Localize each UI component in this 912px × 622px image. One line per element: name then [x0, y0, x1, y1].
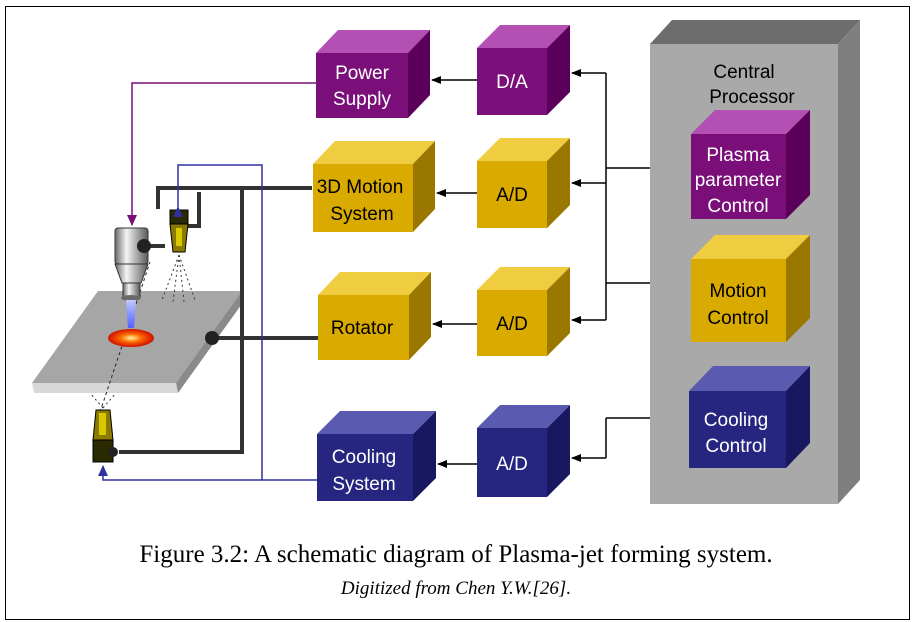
power-supply-block: Power Supply	[316, 30, 430, 118]
motion-system-block: 3D Motion System	[313, 141, 435, 232]
converter-da-label: D/A	[496, 72, 528, 93]
power-supply-line1: Power	[335, 63, 390, 84]
processor-title-line2: Processor	[709, 87, 795, 108]
converter-ad-motion: A/D	[477, 138, 570, 228]
cooling-control-line2: Control	[705, 436, 766, 457]
mechanical-links	[119, 186, 318, 454]
converter-to-device-arrows	[431, 76, 477, 468]
cooling-system-line2: System	[332, 474, 395, 495]
plasma-control-line3: Control	[707, 196, 768, 217]
cooling-nozzle-bottom	[89, 392, 118, 463]
coolant-return-line	[98, 465, 317, 481]
converter-da-power: D/A	[477, 25, 570, 115]
motion-control-line2: Control	[707, 308, 768, 329]
rotator-joint	[205, 331, 219, 345]
power-feed-line	[127, 82, 316, 226]
converter-ad-rotator: A/D	[477, 267, 570, 356]
rotator-block: Rotator	[318, 272, 431, 360]
plasma-control-line1: Plasma	[706, 145, 770, 166]
plasma-torch	[108, 227, 154, 347]
cooling-control-line1: Cooling	[704, 410, 768, 431]
motion-system-line1: 3D Motion	[317, 177, 404, 198]
cooling-system-line1: Cooling	[332, 447, 396, 468]
cooling-system-block: Cooling System	[317, 411, 436, 501]
processor-bus	[571, 69, 650, 462]
cooling-control-module: Cooling Control	[689, 366, 810, 468]
plasma-control-line2: parameter	[695, 170, 782, 191]
power-supply-line2: Supply	[333, 89, 392, 110]
processor-title-line1: Central	[713, 62, 774, 83]
converter-ad-motion-label: A/D	[496, 185, 528, 206]
powder-nozzle-top	[161, 209, 196, 303]
motion-control-line1: Motion	[709, 281, 766, 302]
plasma-control-module: Plasma parameter Control	[691, 110, 810, 219]
rotator-label: Rotator	[331, 318, 394, 339]
figure-source: Digitized from Chen Y.W.[26].	[340, 578, 572, 599]
coolant-feed-top	[173, 164, 263, 480]
figure-caption: Figure 3.2: A schematic diagram of Plasm…	[139, 541, 773, 568]
converter-ad-rotator-label: A/D	[496, 314, 528, 335]
converter-ad-cooling-label: A/D	[496, 454, 528, 475]
motion-system-line2: System	[330, 204, 393, 225]
converter-ad-cooling: A/D	[477, 405, 570, 497]
motion-control-module: Motion Control	[691, 235, 810, 342]
